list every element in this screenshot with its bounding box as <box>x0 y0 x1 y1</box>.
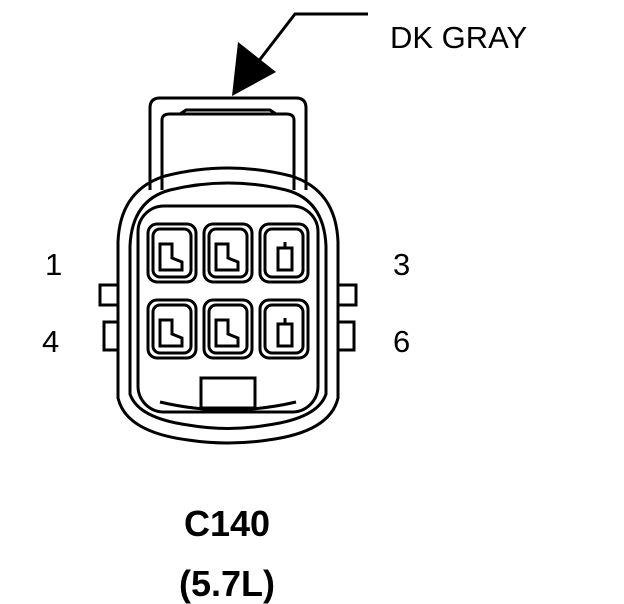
pin-label-1: 1 <box>45 247 63 282</box>
cavity-5 <box>202 298 254 360</box>
cavity-6 <box>258 298 310 360</box>
pin-label-6: 6 <box>393 324 411 359</box>
side-latches <box>98 283 358 352</box>
connector-housing <box>116 166 340 445</box>
connector-keyway <box>159 376 297 412</box>
cavity-3 <box>258 222 310 284</box>
wire-color-label: DK GRAY <box>390 20 528 55</box>
cavity-1 <box>146 222 198 284</box>
pin-label-4: 4 <box>42 324 60 359</box>
connector-id-label: C140 <box>183 503 271 544</box>
cavity-4 <box>146 298 198 360</box>
terminal-cavities <box>146 222 310 360</box>
engine-note-label: (5.7L) <box>178 563 275 604</box>
cavity-2 <box>202 222 254 284</box>
callout-arrow <box>232 12 368 96</box>
locking-tab <box>148 96 308 190</box>
pin-label-3: 3 <box>393 247 411 282</box>
